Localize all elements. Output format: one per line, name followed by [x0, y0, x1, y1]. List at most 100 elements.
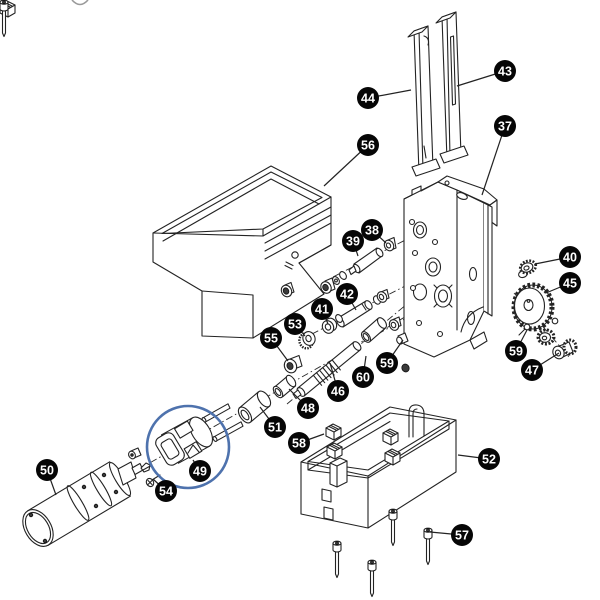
callout-bubble: [494, 60, 516, 82]
callout-number: 60: [356, 371, 370, 385]
callout-number: 48: [301, 402, 315, 416]
callout-59: 59: [505, 330, 527, 362]
callout-number: 45: [563, 277, 577, 291]
callout-44: 44: [357, 87, 411, 109]
socket-plug-left: [279, 283, 294, 299]
callout-bubble: [361, 219, 383, 241]
callout-bubble: [451, 524, 473, 546]
callout-number: 51: [268, 421, 282, 435]
part-49-coupler: [153, 413, 217, 467]
callout-37: 37: [482, 115, 516, 195]
callout-bubble: [478, 448, 500, 470]
callout-51: 51: [260, 407, 286, 438]
callout-number: 49: [193, 465, 207, 479]
callout-39: 39: [342, 230, 364, 256]
part-43-guide-rail-right: [436, 12, 468, 163]
bushing-small-right: [388, 317, 401, 332]
callout-bubble: [336, 283, 358, 305]
part-45-output-gear: [514, 285, 558, 329]
callout-number: 40: [563, 251, 577, 265]
callout-number: 39: [346, 235, 360, 249]
center-shaft-hardware: [201, 238, 410, 443]
callout-bubble: [284, 313, 306, 335]
part-44-guide-rail-left: [408, 26, 440, 176]
callout-number: 42: [340, 288, 354, 302]
coupler-pins: [201, 404, 243, 442]
callout-number: 50: [40, 464, 54, 478]
callout-bubble: [494, 115, 516, 137]
callout-number: 37: [498, 120, 512, 134]
callout-bubble: [327, 380, 349, 402]
callout-bubble: [352, 366, 374, 388]
callout-57: 57: [430, 524, 473, 546]
part-47-pinion-gear: [538, 330, 576, 361]
callout-number: 53: [288, 318, 302, 332]
socket-plug-upper: [319, 278, 335, 295]
callout-number: 56: [361, 139, 375, 153]
callout-number: 38: [365, 224, 379, 238]
part-59-set-screw-gear: [519, 324, 530, 335]
callout-bubble: [342, 230, 364, 252]
part-51-bushing-large: [236, 389, 274, 425]
callout-58: 58: [288, 432, 324, 454]
callout-41: 41: [311, 298, 333, 324]
callout-number: 41: [315, 303, 329, 317]
callout-48: 48: [289, 389, 319, 419]
part-59-plug-center: [396, 333, 408, 345]
callout-bubble: [559, 246, 581, 268]
callout-47: 47: [521, 353, 559, 381]
callout-number: 59: [380, 357, 394, 371]
callout-bubble: [155, 480, 177, 502]
bushing-housing-side: [375, 290, 389, 304]
callout-56: 56: [324, 134, 379, 186]
part-52-base-channel: [0, 1, 456, 528]
callout-bubble: [376, 352, 398, 374]
highlight-circle: [147, 406, 229, 488]
callout-55: 55: [260, 327, 288, 361]
part-55-plug: [282, 356, 302, 375]
callout-bubble: [288, 432, 310, 454]
callout-bubble: [357, 134, 379, 156]
part-48-bushing: [271, 374, 297, 400]
part-40-bevel-bearing: [518, 259, 538, 279]
callout-number: 47: [525, 364, 539, 378]
part-41-bearing: [320, 316, 338, 335]
callout-number: 58: [292, 437, 306, 451]
callout-bubble: [264, 416, 286, 438]
callout-bubble: [260, 327, 282, 349]
callout-49: 49: [189, 460, 211, 482]
callout-number: 43: [498, 65, 512, 79]
callout-bubble: [311, 298, 333, 320]
callout-number: 54: [159, 485, 173, 499]
callout-59: 59: [376, 340, 403, 374]
part-37-gearbox-housing: [404, 176, 497, 357]
part-46-worm-shaft: [293, 340, 362, 398]
callout-53: 53: [284, 313, 306, 336]
part-50-motor: [17, 460, 150, 551]
callout-number: 44: [361, 92, 375, 106]
callout-number: 55: [264, 332, 278, 346]
plug-dark-small: [401, 363, 411, 373]
callout-52: 52: [458, 448, 500, 470]
callout-60: 60: [352, 356, 374, 388]
callout-50: 50: [36, 459, 58, 495]
callout-number: 59: [509, 345, 523, 359]
callout-leader-line: [482, 126, 505, 195]
part-56-oil-tray: [153, 166, 331, 338]
callout-40: 40: [535, 246, 581, 268]
callout-38: 38: [361, 219, 386, 243]
callout-45: 45: [546, 272, 581, 294]
callout-bubble: [559, 272, 581, 294]
callout-bubble: [36, 459, 58, 481]
callout-42: 42: [336, 283, 358, 310]
part-60-spacer-tube: [360, 316, 389, 344]
part-42-shaft: [334, 295, 382, 329]
callout-bubble: [521, 359, 543, 381]
part-38-bushing: [382, 238, 396, 253]
callout-43: 43: [457, 60, 516, 86]
callout-bubble: [297, 397, 319, 419]
callout-bubble: [357, 87, 379, 109]
callout-bubble: [505, 340, 527, 362]
